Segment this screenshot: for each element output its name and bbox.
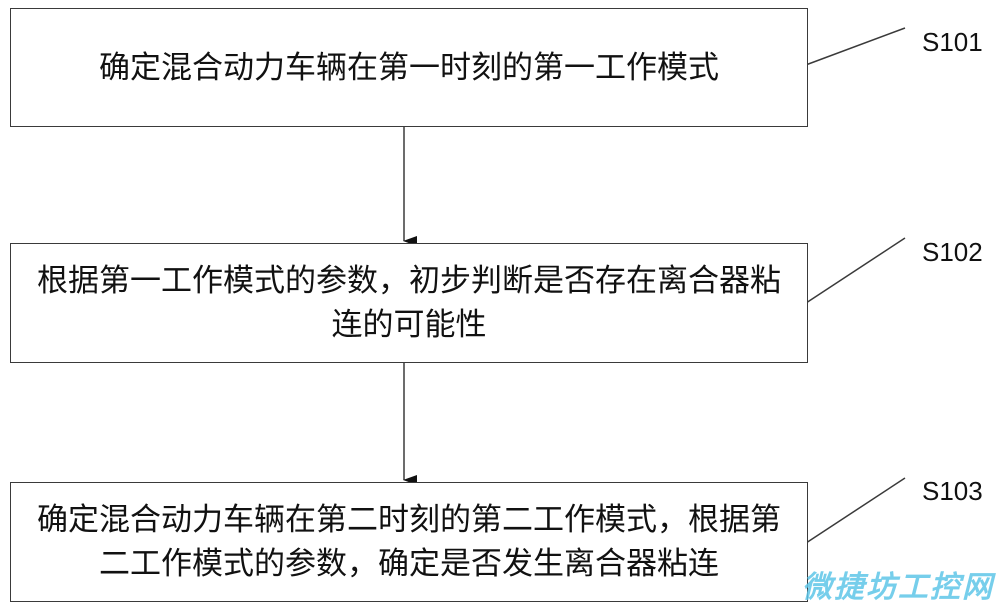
- leader-line-s102: [802, 237, 906, 306]
- watermark-logo: 微捷坊工控网: [802, 570, 994, 605]
- step-box-s103: 确定混合动力车辆在第二时刻的第二工作模式，根据第二工作模式的参数，确定是否发生离…: [10, 482, 808, 602]
- step-label-s101: S101: [922, 27, 983, 57]
- step-text-s102: 根据第一工作模式的参数，初步判断是否存在离合器粘连的可能性: [37, 263, 781, 343]
- leader-line-s101: [802, 27, 906, 67]
- step-label-s102: S102: [922, 237, 983, 267]
- step-text-s103: 确定混合动力车辆在第二时刻的第二工作模式，根据第二工作模式的参数，确定是否发生离…: [37, 502, 781, 582]
- leader-line-s103: [802, 477, 906, 546]
- step-label-s103: S103: [922, 476, 983, 506]
- step-box-s101: 确定混合动力车辆在第一时刻的第一工作模式: [10, 8, 808, 127]
- step-text-s101: 确定混合动力车辆在第一时刻的第一工作模式: [99, 49, 719, 86]
- step-box-s102: 根据第一工作模式的参数，初步判断是否存在离合器粘连的可能性: [10, 243, 808, 363]
